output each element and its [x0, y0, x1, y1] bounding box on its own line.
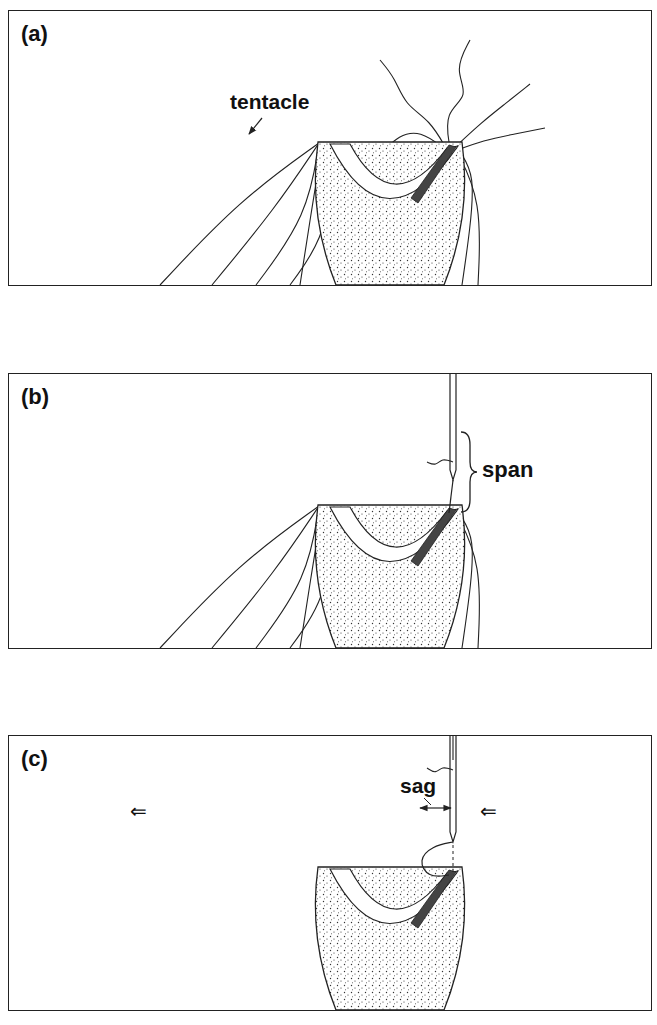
tentacle: [427, 768, 453, 772]
figure-panel: (c): [8, 735, 652, 1011]
stretched-tentacle: [449, 480, 453, 513]
tentacle: [447, 40, 470, 148]
vertical-reference: [452, 736, 453, 760]
mouth-slit: [411, 870, 456, 928]
anemone-body: [315, 142, 464, 285]
probe-needle: [450, 736, 456, 842]
direction-arrow: ⇐: [128, 800, 149, 822]
direction-arrow: ⇐: [478, 800, 499, 822]
dimension-label: span: [480, 458, 535, 482]
tentacle: [452, 84, 530, 150]
anemone: [160, 40, 545, 285]
tentacle: [160, 143, 319, 285]
span-brace: [461, 432, 477, 512]
vertical-reference: [453, 845, 454, 874]
tentacle: [256, 143, 319, 285]
tentacle: [427, 460, 453, 464]
part-label: tentacle: [228, 90, 311, 113]
sagging-tentacle: [422, 842, 453, 876]
anemone-body: [315, 505, 464, 648]
panel-letter: (b): [21, 384, 49, 410]
mouth-slit: [411, 508, 456, 566]
leader-arrow: [249, 118, 262, 134]
anemone-body: [315, 867, 464, 1010]
panel-letter: (a): [21, 21, 48, 47]
probe-needle: [450, 374, 456, 480]
figure-panel: (a): [8, 10, 652, 286]
sag-arrow: [420, 807, 451, 808]
anemone: [315, 867, 464, 1010]
tentacle: [452, 128, 545, 152]
mouth-slit: [411, 145, 456, 203]
dimension-label: sag: [398, 774, 438, 797]
figure-panel: (b): [8, 373, 652, 649]
anemone: [160, 505, 479, 648]
panel-letter: (c): [21, 746, 48, 772]
leader-line: [424, 798, 431, 805]
tentacle: [256, 506, 319, 648]
tentacle: [160, 506, 319, 648]
tentacle: [380, 60, 447, 150]
